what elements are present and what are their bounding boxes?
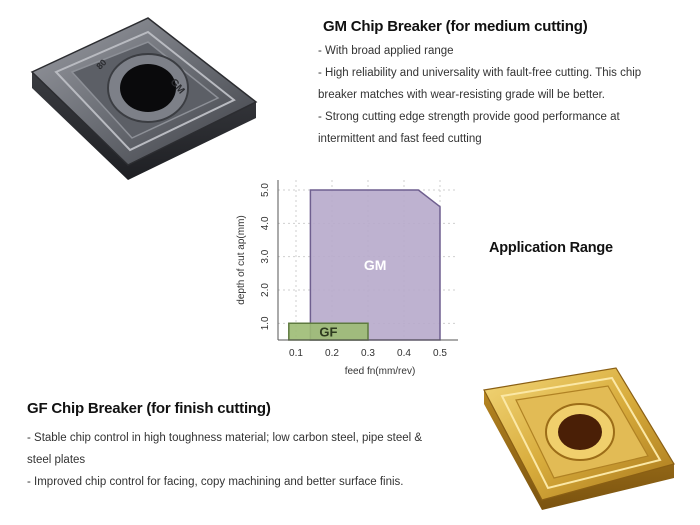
y-tick-label: 2.0 — [260, 283, 271, 297]
gf-description: - Stable chip control in high toughness … — [27, 427, 437, 493]
x-tick-label: 0.5 — [433, 348, 447, 359]
gm-point: - With broad applied range — [318, 45, 454, 57]
gm-insert-image: GM 80 — [30, 17, 258, 180]
chart-axes — [277, 180, 458, 341]
y-tick-label: 5.0 — [260, 183, 271, 197]
gm-point: - Strong cutting edge strength provide g… — [318, 111, 620, 145]
gm-chip-breaker-title: GM Chip Breaker (for medium cutting) — [323, 18, 588, 35]
y-tick-label: 3.0 — [260, 249, 271, 263]
gf-point: - Improved chip control for facing, copy… — [27, 476, 404, 488]
gf-point: - Stable chip control in high toughness … — [27, 432, 423, 466]
gf-chip-breaker-title: GF Chip Breaker (for finish cutting) — [27, 400, 271, 417]
region-label-gf: GF — [319, 325, 337, 340]
gm-description: - With broad applied range - High reliab… — [318, 40, 663, 150]
gm-point: - High reliability and universality with… — [318, 67, 642, 101]
x-tick-label: 0.2 — [325, 348, 339, 359]
x-axis-label: feed fn(mm/rev) — [345, 366, 416, 377]
application-range-chart: GM GF 0.1 0.2 0.3 0.4 0.5 1.0 2.0 3.0 4.0 5.0 feed… — [236, 180, 458, 377]
y-tick-label: 4.0 — [260, 216, 271, 230]
region-label-gm: GM — [364, 257, 387, 273]
x-tick-label: 0.1 — [289, 348, 303, 359]
x-tick-label: 0.3 — [361, 348, 375, 359]
gf-insert-image — [483, 367, 675, 510]
y-axis-label: depth of cut ap(mm) — [236, 215, 247, 304]
y-tick-label: 1.0 — [260, 316, 271, 330]
chart-ticks: 0.1 0.2 0.3 0.4 0.5 1.0 2.0 3.0 4.0 5.0 — [260, 183, 447, 359]
chart-regions: GM GF — [288, 189, 441, 341]
x-tick-label: 0.4 — [397, 348, 411, 359]
application-range-label: Application Range — [489, 240, 613, 256]
